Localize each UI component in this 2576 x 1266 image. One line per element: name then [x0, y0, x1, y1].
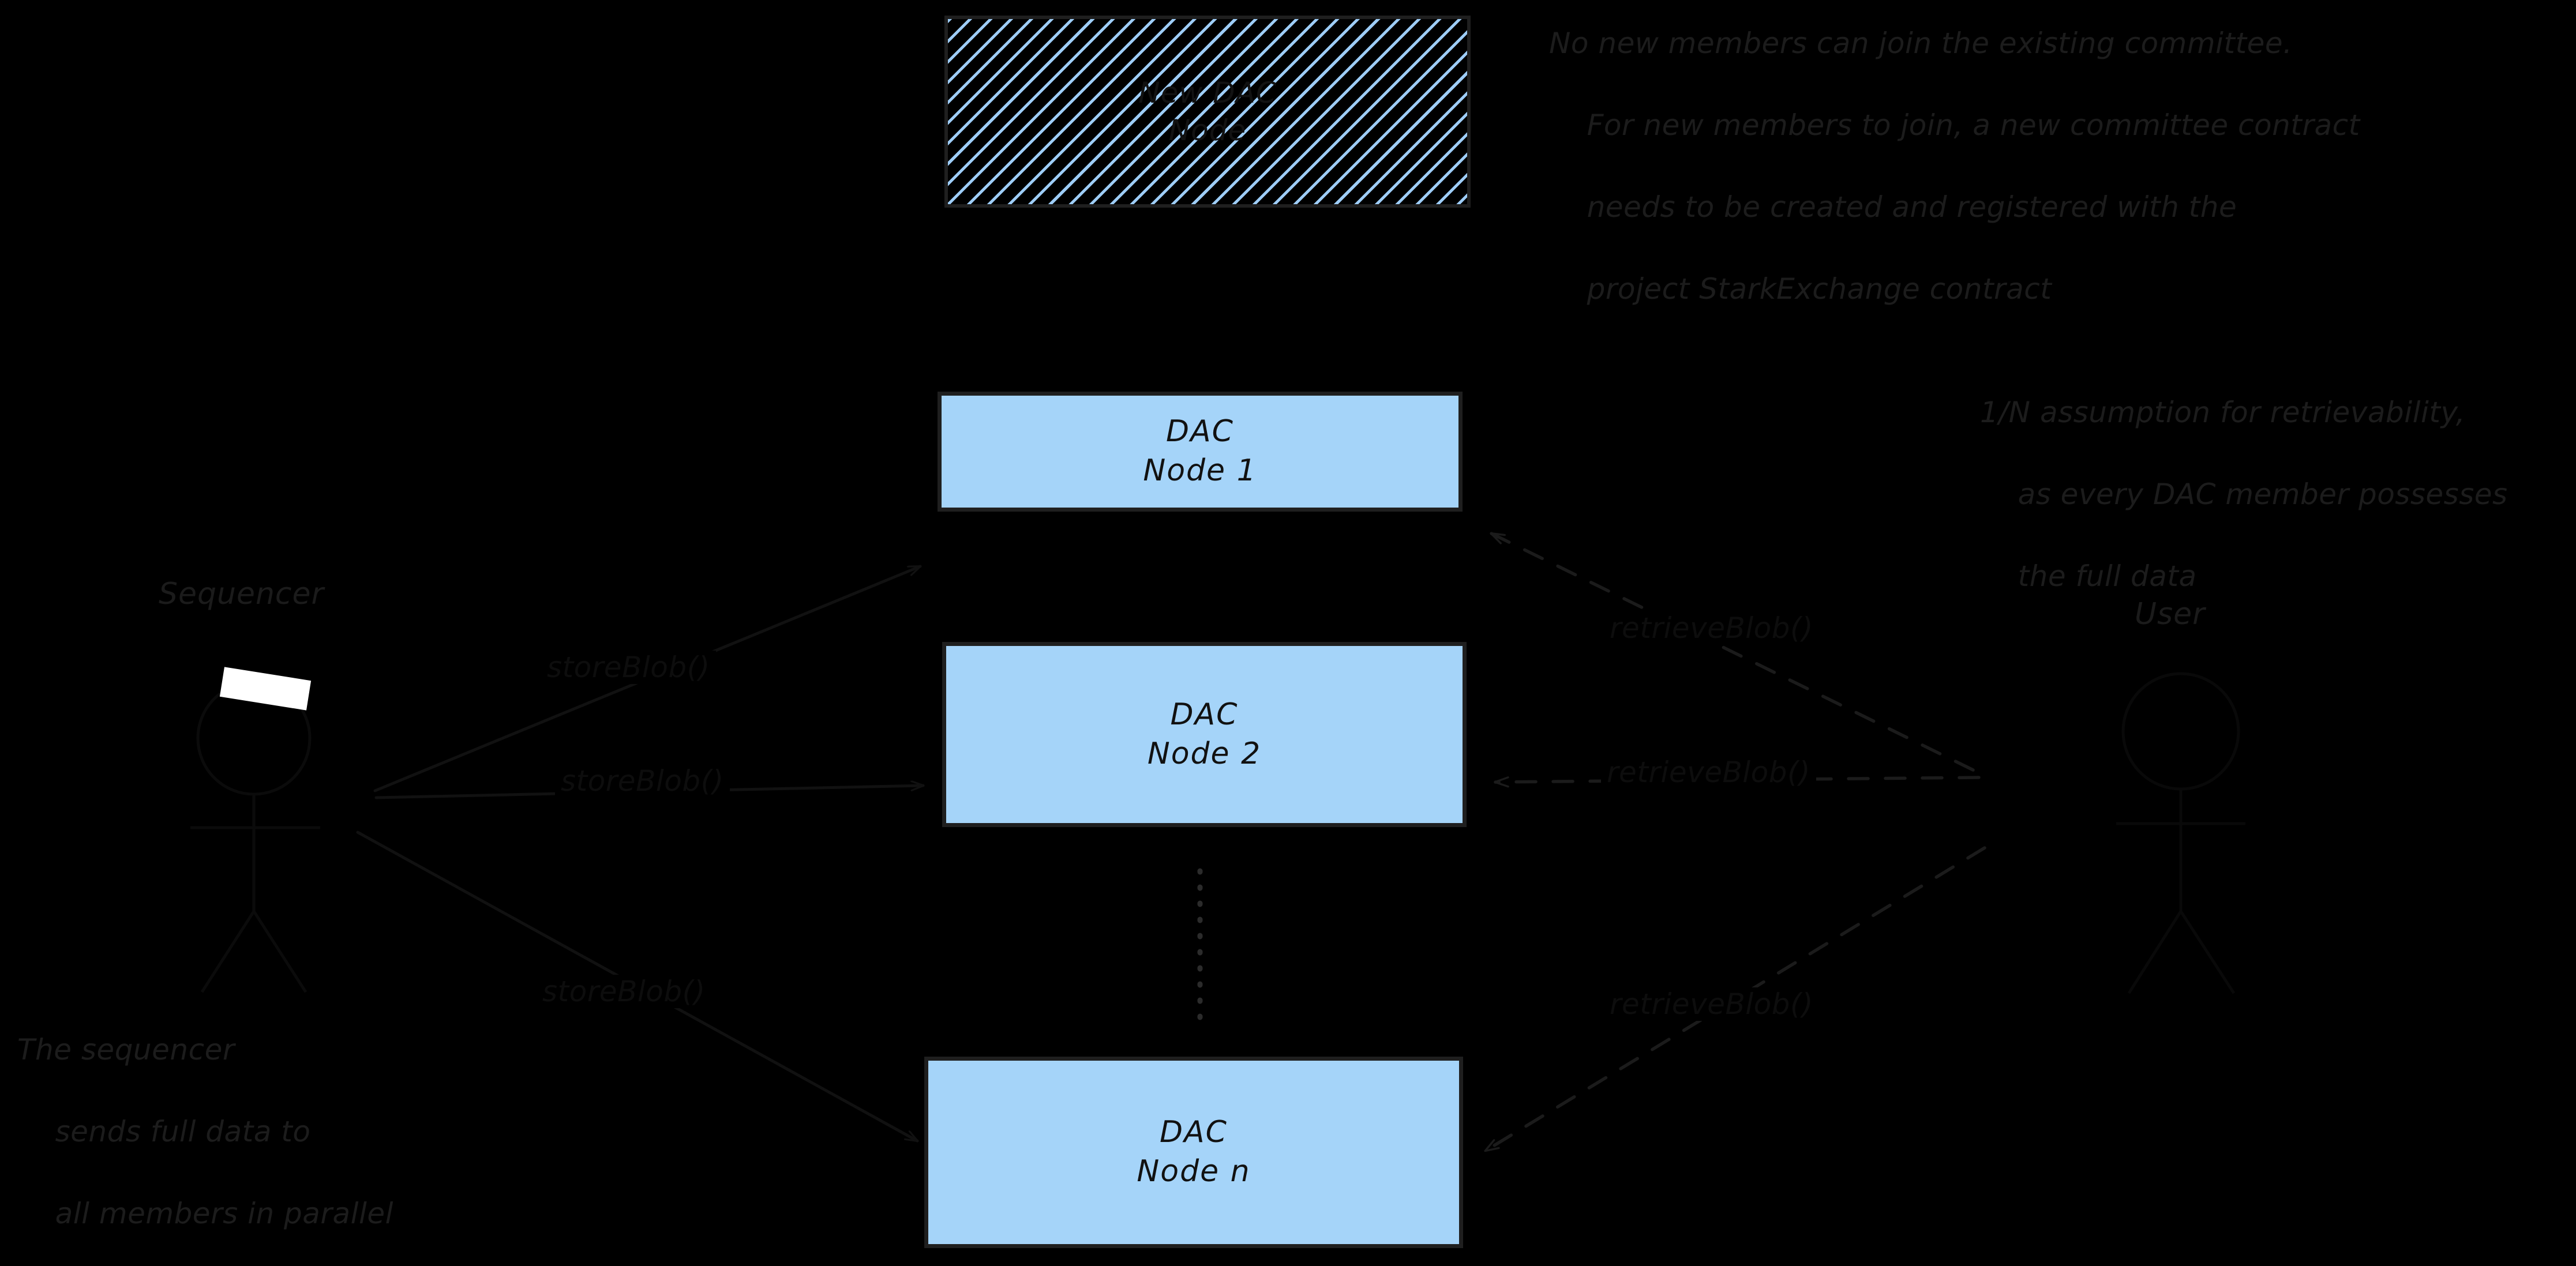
committee-annotation-line1: No new members can join the existing com…	[1549, 27, 2293, 60]
dac-node-2-label-line2: Node 2	[1147, 736, 1262, 771]
sequencer-annotation-line1: The sequencer	[17, 1033, 235, 1066]
retrievability-annotation-line3: the full data	[2018, 559, 2197, 593]
user-figure-icon	[2116, 672, 2245, 994]
dac-node-1-label-line2: Node 1	[1143, 453, 1257, 488]
dac-node-2-box[interactable]: DAC Node 2	[942, 642, 1467, 827]
sequencer-annotation-line3: all members in parallel	[55, 1197, 394, 1230]
sequencer-label: Sequencer	[159, 577, 324, 611]
edge-label-retrieve-node2: retrieveBlob()	[1601, 756, 1817, 789]
dac-node-n-box[interactable]: DAC Node n	[924, 1057, 1463, 1248]
new-dac-node-label-line1: New DAC	[1138, 76, 1277, 110]
sequencer-annotation: The sequencer sends full data to all mem…	[17, 1030, 393, 1266]
committee-annotation-line2: For new members to join, a new committee…	[1587, 108, 2360, 142]
edge-label-store-node2: storeBlob()	[555, 764, 730, 798]
sequencer-figure-icon	[190, 681, 320, 993]
edge-retrieve-node1	[1490, 532, 1975, 772]
committee-annotation-line4: project StarkExchange contract	[1587, 272, 2052, 306]
retrievability-annotation-line2: as every DAC member possesses	[2018, 478, 2508, 511]
dac-node-1-box[interactable]: DAC Node 1	[938, 392, 1463, 512]
committee-annotation-line3: needs to be created and registered with …	[1587, 190, 2237, 224]
retrievability-annotation-line1: 1/N assumption for retrievability,	[1980, 396, 2466, 429]
edge-retrieve-noden	[1484, 846, 1986, 1152]
new-dac-node-box[interactable]: New DAC Node	[944, 16, 1471, 208]
committee-annotation: No new members can join the existing com…	[1549, 23, 2360, 351]
dac-node-1-label-line1: DAC	[1166, 414, 1234, 449]
edge-label-store-node1: storeBlob()	[541, 651, 716, 684]
edge-label-retrieve-noden: retrieveBlob()	[1604, 987, 1820, 1021]
dac-node-2-label-line1: DAC	[1170, 697, 1239, 732]
sequencer-annotation-line2: sends full data to	[55, 1115, 311, 1148]
new-dac-node-label-line2: Node	[1168, 113, 1247, 147]
user-label: User	[2135, 597, 2206, 632]
dac-node-n-label-line2: Node n	[1137, 1154, 1251, 1189]
edge-label-store-noden: storeBlob()	[537, 975, 711, 1008]
dac-node-n-label-line1: DAC	[1160, 1115, 1228, 1150]
retrievability-annotation: 1/N assumption for retrievability, as ev…	[1980, 392, 2508, 638]
edge-label-retrieve-node1: retrieveBlob()	[1604, 611, 1820, 645]
